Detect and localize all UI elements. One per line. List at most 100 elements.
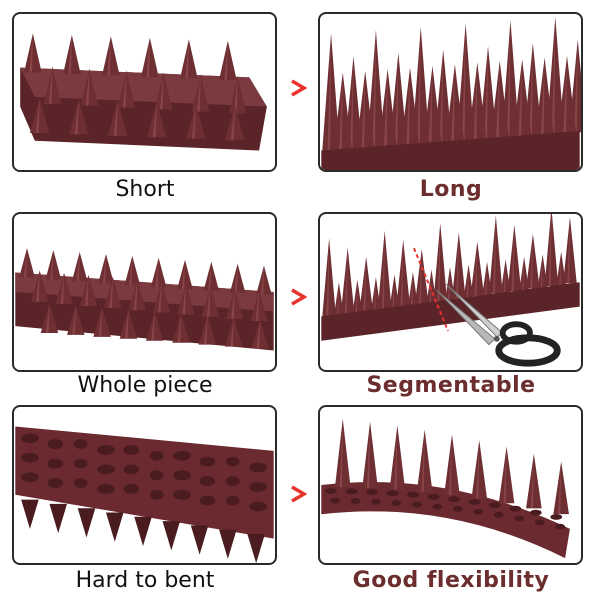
whole-piece-strip-graphic bbox=[15, 248, 274, 351]
spike bbox=[224, 105, 245, 141]
base-hole bbox=[534, 519, 545, 526]
spike bbox=[79, 274, 98, 307]
spike bbox=[19, 248, 35, 278]
base-hole bbox=[97, 445, 115, 455]
spike bbox=[177, 259, 193, 290]
spike bbox=[128, 279, 146, 311]
base-hole bbox=[489, 502, 501, 509]
spike-highlight bbox=[530, 233, 533, 289]
base-hole bbox=[225, 495, 240, 506]
spike bbox=[141, 37, 159, 77]
base-hole bbox=[509, 505, 522, 512]
spike bbox=[400, 67, 420, 151]
spike bbox=[198, 315, 217, 345]
base-hole bbox=[123, 484, 140, 494]
spike-highlight bbox=[372, 30, 376, 148]
spike-highlight bbox=[381, 230, 385, 309]
spike-highlight bbox=[394, 52, 399, 146]
spike bbox=[456, 23, 475, 141]
spike bbox=[367, 30, 385, 148]
spike-highlight bbox=[419, 249, 422, 304]
spike bbox=[251, 319, 269, 349]
spike-highlight bbox=[256, 319, 261, 349]
base-hole bbox=[173, 470, 191, 481]
spike bbox=[344, 56, 363, 149]
spike-highlight bbox=[484, 46, 489, 139]
spike bbox=[29, 97, 50, 133]
spike bbox=[444, 434, 460, 496]
spike bbox=[224, 317, 243, 347]
base-hole bbox=[452, 505, 463, 512]
base-hole bbox=[427, 493, 440, 500]
spike-highlight bbox=[327, 33, 332, 151]
base-hole bbox=[411, 501, 422, 508]
base-hole bbox=[225, 476, 240, 486]
spike-highlight bbox=[113, 100, 118, 136]
base-hole bbox=[149, 470, 164, 481]
long-spike-strip-graphic bbox=[321, 16, 581, 170]
spike bbox=[191, 74, 210, 112]
spike-highlight bbox=[462, 23, 466, 141]
base-hole bbox=[249, 501, 267, 512]
caption-short: Short bbox=[115, 177, 175, 202]
base-hole bbox=[173, 450, 191, 461]
base-hole bbox=[47, 478, 64, 488]
spike bbox=[445, 64, 465, 148]
spike-highlight bbox=[124, 309, 129, 339]
long-spikes-image bbox=[318, 12, 583, 172]
spike bbox=[80, 68, 99, 106]
spike-highlight bbox=[339, 418, 343, 488]
spike bbox=[489, 215, 503, 294]
spike bbox=[512, 59, 532, 143]
spike-highlight bbox=[76, 252, 80, 282]
scissors-icon bbox=[436, 283, 561, 367]
spike bbox=[489, 60, 510, 144]
spike-highlight bbox=[567, 217, 570, 284]
spike bbox=[98, 253, 114, 284]
spike bbox=[219, 40, 237, 80]
base-hole bbox=[21, 452, 39, 463]
spike bbox=[201, 285, 220, 317]
spike bbox=[434, 49, 452, 143]
spike-highlight bbox=[50, 250, 54, 280]
spike bbox=[124, 255, 141, 286]
spike-highlight bbox=[326, 238, 330, 317]
base-hole bbox=[97, 484, 115, 494]
underside-spike bbox=[77, 508, 96, 538]
spike bbox=[557, 55, 577, 139]
base-hole bbox=[123, 445, 140, 455]
base-hole bbox=[550, 514, 563, 520]
spike-highlight bbox=[349, 56, 354, 149]
spike bbox=[411, 26, 430, 144]
bent-strip-graphic bbox=[321, 418, 570, 559]
spike bbox=[68, 99, 89, 135]
spike-highlight bbox=[129, 255, 133, 286]
spike-highlight bbox=[551, 16, 556, 134]
spike-highlight bbox=[36, 270, 40, 302]
spike bbox=[30, 270, 49, 302]
spike bbox=[43, 66, 62, 104]
spike-highlight bbox=[421, 429, 425, 493]
spike-highlight bbox=[177, 313, 182, 343]
caption-good-flexibility: Good flexibility bbox=[352, 568, 550, 593]
spike-highlight bbox=[255, 289, 260, 322]
spike-highlight bbox=[231, 287, 235, 319]
segmentable-image bbox=[318, 212, 583, 372]
spike bbox=[66, 305, 85, 335]
spike bbox=[102, 36, 120, 76]
spike-highlight bbox=[160, 72, 164, 110]
spike-highlight bbox=[540, 57, 545, 141]
spike bbox=[524, 42, 542, 136]
spike bbox=[152, 281, 171, 313]
base-hole bbox=[514, 515, 525, 522]
base-hole bbox=[73, 478, 88, 488]
spike bbox=[389, 52, 408, 146]
base-hole bbox=[149, 450, 164, 461]
spike bbox=[470, 241, 485, 297]
spike bbox=[228, 76, 247, 114]
base-hole bbox=[249, 462, 267, 473]
spike-highlight bbox=[206, 285, 211, 317]
spike-highlight bbox=[511, 224, 515, 292]
spike bbox=[396, 239, 411, 307]
base-hole bbox=[330, 497, 340, 504]
